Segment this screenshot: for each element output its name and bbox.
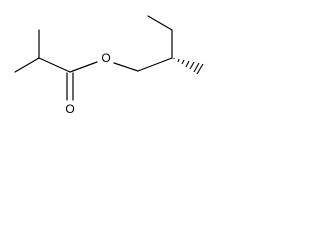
bond-ethyl-terminal (147, 15, 173, 31)
chemical-structure: O O (14, 15, 204, 116)
hashed-wedge-methyl (173, 58, 204, 75)
atom-label-ester-oxygen: O (101, 51, 110, 65)
bond-ch2-stereocenter (137, 57, 173, 72)
bond-methyl-isopropyl-left (14, 57, 40, 73)
bond-ester-oxygen-ch2 (113, 62, 139, 72)
atom-label-carbonyl-oxygen: O (65, 102, 74, 116)
bond-carbonyl-ester-oxygen (69, 61, 98, 73)
bond-isopropyl-carbonyl (38, 57, 71, 73)
